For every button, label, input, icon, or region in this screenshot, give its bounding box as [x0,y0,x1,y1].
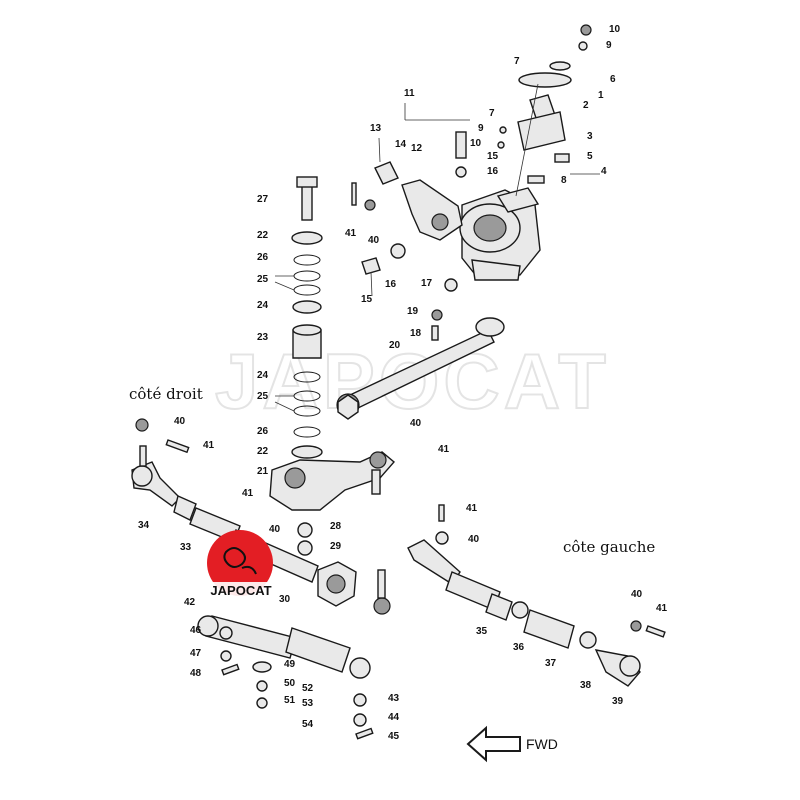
callout-number: 40 [468,534,480,545]
callout-number: 23 [257,332,269,343]
callout-number: 25 [257,274,269,285]
callout-number: 19 [407,306,419,317]
callout-number: 18 [410,328,422,339]
callout-number: 54 [302,719,314,730]
callout-number: 34 [138,520,150,531]
callout-number: 14 [395,139,407,150]
callout-number: 40 [410,418,422,429]
callout-number: 24 [257,300,269,311]
callout-number: 3 [587,131,593,142]
callout-number: 50 [284,678,296,689]
callout-number: 20 [389,340,401,351]
idler-arm-bracket [269,451,395,556]
callout-number: 41 [203,440,215,451]
callout-number: 7 [514,56,520,67]
callout-number: 40 [368,235,380,246]
callout-number: 47 [190,648,202,659]
callout-number: 44 [388,712,400,723]
side-label-left: côte gauche [563,538,655,556]
callout-number: 27 [257,194,269,205]
callout-number: 51 [284,695,296,706]
callout-number: 4 [601,166,607,177]
callout-number: 29 [330,541,342,552]
callout-number: 40 [269,524,281,535]
forward-arrow-icon [466,725,521,763]
callout-number: 41 [466,503,478,514]
callout-number: 17 [421,278,433,289]
side-label-right: côté droit [129,385,203,403]
callout-number: 22 [257,446,269,457]
callout-number: 43 [388,693,400,704]
steering-gearbox-group [351,24,600,341]
callout-number: 41 [242,488,254,499]
callout-number: 33 [180,542,192,553]
cat-icon [223,547,246,568]
callout-number: 24 [257,370,269,381]
callout-number: 36 [513,642,525,653]
callout-number: 10 [609,24,621,35]
callout-number: 1 [598,90,604,101]
callout-number: 41 [345,228,357,239]
forward-label: FWD [526,736,558,752]
callout-number: 7 [489,108,495,119]
logo-text: JAPOCAT [210,583,271,598]
left-side-tie-rod [407,504,666,687]
center-link-and-damper [197,561,391,740]
callout-number: 40 [631,589,643,600]
callout-number: 25 [257,391,269,402]
japocat-logo: JAPOCAT [203,530,279,598]
callout-number: 16 [487,166,499,177]
callout-number: 8 [561,175,567,186]
callout-number: 53 [302,698,314,709]
callout-number: 48 [190,668,202,679]
callout-number: 45 [388,731,400,742]
callout-number: 21 [257,466,269,477]
callout-number: 9 [478,123,484,134]
callout-number: 22 [257,230,269,241]
callout-number: 15 [487,151,499,162]
callout-number: 28 [330,521,342,532]
callout-number: 10 [470,138,482,149]
callout-number: 30 [279,594,291,605]
callout-number: 38 [580,680,592,691]
idler-arm-stack [274,176,323,459]
callout-number: 15 [361,294,373,305]
callout-number: 49 [284,659,296,670]
callout-number: 26 [257,426,269,437]
callout-number: 5 [587,151,593,162]
callout-number: 11 [404,88,415,99]
callout-number: 46 [190,625,202,636]
callout-number: 41 [656,603,668,614]
callout-number: 37 [545,658,557,669]
callout-number: 9 [606,40,612,51]
callout-number: 35 [476,626,488,637]
callout-number: 42 [184,597,196,608]
callout-number: 13 [370,123,382,134]
callout-number: 52 [302,683,314,694]
callout-number: 2 [583,100,589,111]
callout-number: 39 [612,696,624,707]
callout-number: 6 [610,74,616,85]
drag-link-group [336,317,505,420]
callout-number: 12 [411,143,423,154]
callout-number: 26 [257,252,269,263]
callout-number: 16 [385,279,397,290]
callout-number: 40 [174,416,186,427]
callout-number: 41 [438,444,450,455]
